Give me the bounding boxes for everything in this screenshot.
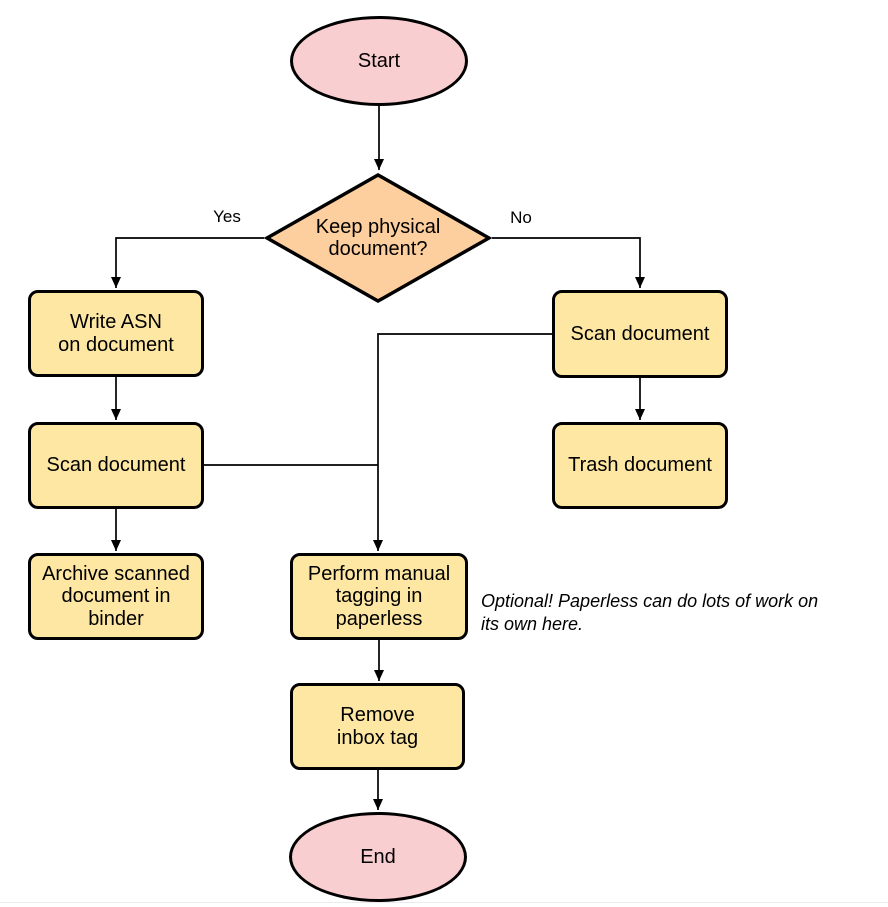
node-scan-document-right: Scan document	[552, 290, 728, 378]
node-trash-document: Trash document	[552, 422, 728, 509]
node-archive-binder-label: Archive scanned document in binder	[42, 562, 190, 630]
node-scan-document-left: Scan document	[28, 422, 204, 509]
page-bottom-border	[0, 902, 888, 903]
node-write-asn: Write ASN on document	[28, 290, 204, 377]
node-trash-document-label: Trash document	[568, 454, 712, 477]
edge-scanright-to-tagging	[373, 333, 552, 551]
annotation-optional-note: Optional! Paperless can do lots of work …	[481, 591, 819, 634]
edge-label-no: No	[510, 208, 532, 227]
node-write-asn-label: Write ASN on document	[58, 311, 174, 356]
diamond-shape	[264, 172, 492, 304]
node-archive-binder: Archive scanned document in binder	[28, 553, 204, 640]
edge-label-yes: Yes	[213, 207, 241, 226]
node-start: Start	[290, 16, 468, 106]
node-scan-document-right-label: Scan document	[570, 322, 710, 345]
edge-decision-yes	[111, 237, 264, 288]
node-end-label: End	[360, 845, 396, 868]
node-scan-document-left-label: Scan document	[46, 454, 186, 477]
node-manual-tagging-label: Perform manual tagging in paperless	[307, 562, 451, 630]
node-remove-inbox-tag-label: Remove inbox tag	[336, 704, 419, 749]
node-keep-physical-label: Keep physical document?	[315, 215, 441, 260]
node-end: End	[289, 812, 467, 902]
node-remove-inbox-tag: Remove inbox tag	[290, 683, 465, 770]
edge-decision-no	[492, 237, 645, 288]
node-start-label: Start	[357, 49, 401, 72]
node-keep-physical-decision: Keep physical document?	[264, 172, 492, 304]
node-manual-tagging: Perform manual tagging in paperless	[290, 553, 468, 640]
